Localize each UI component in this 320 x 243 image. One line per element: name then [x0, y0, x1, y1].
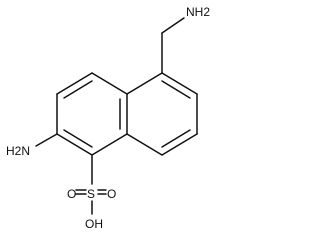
molecule-structure: NH2 H2N S O O OH: [6, 5, 210, 231]
ring-right: [126, 72, 198, 156]
bond-ring-fusion-top: [91, 72, 128, 95]
bond-ring-right-4: [161, 133, 198, 156]
bond-ch2-n: [161, 17, 185, 34]
double-bond-right-bottom: [161, 129, 191, 148]
bond-ring-left-3: [56, 133, 93, 156]
bond-ring-right-5: [126, 133, 163, 156]
sulfonyl-oxygen-right-label: O: [107, 187, 116, 201]
hydroxyl-label: OH: [85, 217, 103, 231]
top-amine-label: NH2: [186, 5, 210, 19]
ring-left: [56, 72, 128, 156]
sulfur-label: S: [87, 187, 95, 201]
bond-ring-fusion-bottom: [91, 133, 128, 156]
double-bond-left-bottom: [63, 129, 93, 148]
bond-ring-right-2: [161, 72, 198, 95]
molecule-canvas: NH2 H2N S O O OH: [6, 5, 210, 231]
left-amine-label: H2N: [6, 144, 30, 158]
sulfonyl-oxygen-left-label: O: [67, 187, 76, 201]
bond-ring-left-1: [56, 72, 93, 95]
bond-ring-right-1: [126, 72, 163, 95]
bond-c-n-left: [35, 133, 58, 147]
double-bond-left-top: [63, 80, 93, 99]
double-bond-right-top: [161, 80, 191, 99]
